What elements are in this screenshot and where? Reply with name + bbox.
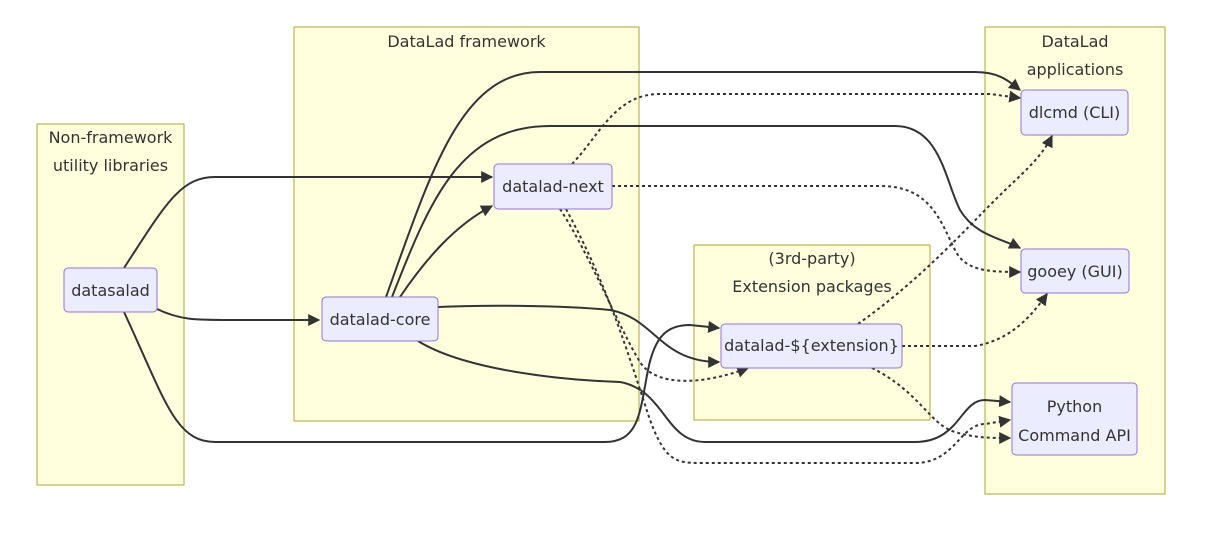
- edge-datasalad-to-datalad-extension: [123, 311, 721, 443]
- node-python-command-api[interactable]: Python Command API: [1011, 382, 1138, 456]
- cluster-utility-libraries: Non-framework utility libraries: [36, 123, 185, 486]
- node-datasalad[interactable]: datasalad: [63, 267, 158, 313]
- edge-datalad-extension-to-dlcmd: [857, 134, 1053, 325]
- edge-datalad-core-to-gooey: [391, 125, 1022, 298]
- edge-datasalad-to-datalad-core: [156, 308, 321, 326]
- edge-datalad-extension-to-gooey: [902, 293, 1048, 347]
- edge-datasalad-to-datalad-next: [123, 171, 494, 269]
- node-python-api-label-line-2: Command API: [1018, 426, 1131, 445]
- edge-datalad-next-to-datalad-extension: [559, 208, 750, 382]
- edge-datalad-next-to-python-api: [565, 208, 1012, 464]
- cluster-framework-label: DataLad framework: [387, 32, 546, 51]
- cluster-applications-label-line-1: DataLad: [1041, 32, 1108, 51]
- node-datalad-next-label: datalad-next: [502, 177, 604, 196]
- cluster-extensions-label-line-2: Extension packages: [732, 277, 892, 296]
- node-datasalad-label: datasalad: [71, 281, 150, 300]
- node-datalad-core[interactable]: datalad-core: [321, 296, 439, 342]
- node-datalad-extension[interactable]: datalad-${extension}: [720, 323, 903, 369]
- node-datalad-next[interactable]: datalad-next: [493, 163, 613, 210]
- edges: [123, 71, 1053, 464]
- cluster-utility-label-line-2: utility libraries: [53, 156, 168, 175]
- node-datalad-extension-label: datalad-${extension}: [724, 336, 899, 355]
- node-python-api-label-line-1: Python: [1047, 397, 1102, 416]
- edge-datalad-core-to-python-api: [417, 340, 1012, 443]
- node-datalad-core-label: datalad-core: [330, 310, 431, 329]
- edge-datalad-core-to-datalad-next: [399, 205, 494, 298]
- node-dlcmd-label: dlcmd (CLI): [1029, 103, 1121, 122]
- cluster-datalad-framework: DataLad framework: [293, 26, 640, 422]
- node-gooey-label: gooey (GUI): [1027, 262, 1122, 281]
- node-dlcmd[interactable]: dlcmd (CLI): [1020, 89, 1129, 136]
- edge-datalad-next-to-gooey: [612, 185, 1022, 278]
- edge-datalad-next-to-dlcmd: [571, 90, 1022, 165]
- edge-datalad-core-to-datalad-extension: [437, 304, 721, 368]
- node-gooey[interactable]: gooey (GUI): [1020, 248, 1130, 294]
- cluster-extensions-label-line-1: (3rd-party): [768, 249, 855, 268]
- cluster-applications-label-line-2: applications: [1027, 60, 1124, 79]
- edge-datalad-core-to-dlcmd: [385, 71, 1021, 298]
- cluster-utility-label-line-1: Non-framework: [49, 128, 174, 147]
- edge-datalad-extension-to-python-api: [871, 367, 1012, 444]
